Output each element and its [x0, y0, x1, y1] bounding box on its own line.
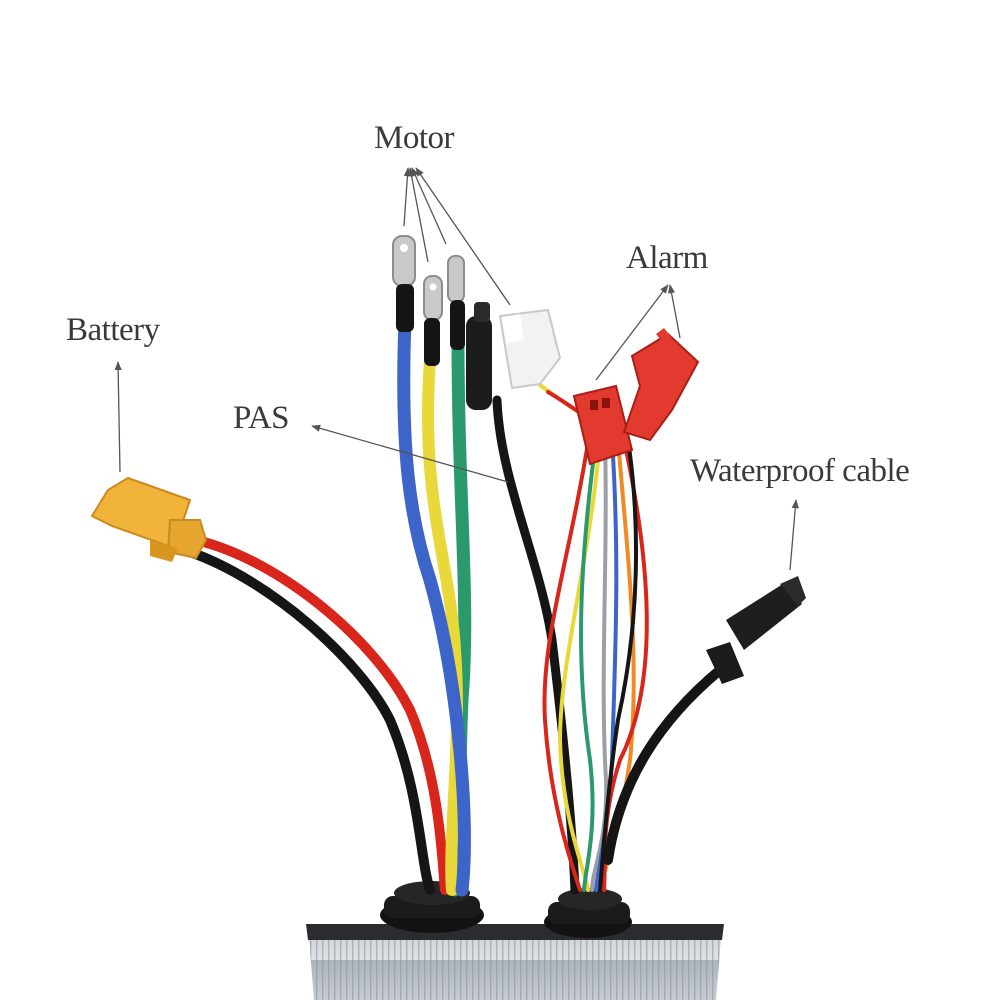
alarm-connectors [572, 328, 700, 466]
waterproof-cable [603, 576, 806, 865]
alarm-label: Alarm [626, 240, 708, 276]
controller-body [306, 924, 724, 1000]
motor-label: Motor [374, 120, 455, 156]
hall-sensor-connector [498, 308, 562, 390]
callout-arrows [114, 167, 799, 571]
pas-label: PAS [233, 400, 290, 436]
pas-cable [492, 395, 580, 895]
waterproof-cable-label: Waterproof cable [690, 453, 910, 489]
motor-phase-wires [397, 313, 472, 897]
pas-connector [466, 302, 492, 410]
xt60-connector [90, 476, 208, 562]
battery-wires [185, 535, 450, 895]
cable-gland-right [544, 888, 632, 938]
battery-label: Battery [66, 312, 160, 348]
motor-ring-terminals [392, 235, 465, 366]
